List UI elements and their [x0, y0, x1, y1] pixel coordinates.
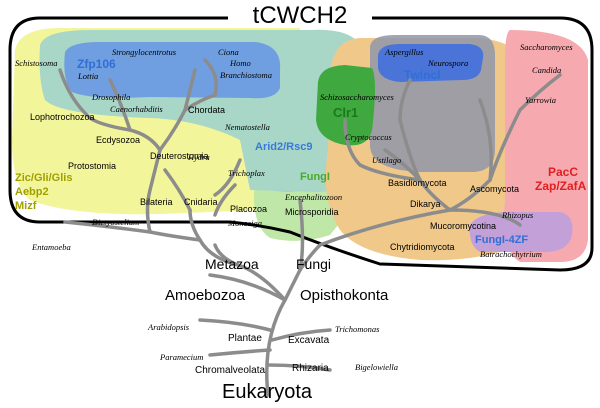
clade-eukaryota: Eukaryota — [222, 381, 313, 403]
domain-labels: Zfp106 Twincl Clr1 Arid2/Rsc9 FungI Fung… — [15, 57, 587, 246]
taxon-rhizopus: Rhizopus — [501, 210, 534, 220]
taxon-schistosoma: Schistosoma — [15, 58, 58, 68]
twincl-inner-region — [378, 44, 484, 82]
regions — [12, 28, 588, 262]
clade-microsporidia: Microsporidia — [285, 207, 339, 217]
taxon-paramecium: Paramecium — [159, 352, 203, 362]
purple-region — [469, 212, 573, 252]
label-arid: Arid2/Rsc9 — [255, 141, 312, 153]
taxon-saccharomyces: Saccharomyces — [520, 42, 573, 52]
clade-excavata: Excavata — [288, 335, 330, 346]
clade-amoebozoa: Amoebozoa — [165, 287, 246, 304]
clade-cnidaria: Cnidaria — [184, 197, 218, 207]
label-zic-line3: Mizf — [15, 200, 37, 212]
species-labels: Schistosoma Lottia Strongylocentrotus Ci… — [15, 42, 573, 372]
clade-chytridiomycota: Chytridiomycota — [390, 242, 455, 252]
pink-region — [504, 30, 588, 262]
clade-metazoa: Metazoa — [205, 256, 259, 272]
clade-protostomia: Protostomia — [68, 161, 116, 171]
taxon-branchiostoma: Branchiostoma — [220, 70, 272, 80]
taxon-ciona: Ciona — [218, 47, 239, 57]
label-zfp106: Zfp106 — [77, 57, 116, 71]
taxon-trichoplax: Trichoplax — [228, 168, 265, 178]
clade-chromalveolata: Chromalveolata — [195, 365, 265, 376]
label-fungi4zf: FungI-4ZF — [475, 234, 528, 246]
clade-placozoa: Placozoa — [230, 204, 267, 214]
clade-labels: Lophotrochozoa Chordata Ecdysozoa Deuter… — [30, 105, 519, 252]
taxon-homo: Homo — [229, 58, 251, 68]
label-clr1: Clr1 — [333, 105, 358, 120]
clade-chordata: Chordata — [188, 105, 225, 115]
taxon-candida: Candida — [532, 65, 561, 75]
major-labels: Metazoa Fungi Amoebozoa Opisthokonta Pla… — [165, 256, 389, 403]
taxon-yarrowia: Yarrowia — [525, 95, 556, 105]
clade-ascomycota: Ascomycota — [470, 184, 519, 194]
taxon-hydra: Hydra — [187, 152, 210, 162]
taxon-bigelowiella: Bigelowiella — [355, 362, 398, 372]
taxon-nematostella: Nematostella — [224, 122, 270, 132]
taxon-arabidopsis: Arabidopsis — [147, 322, 190, 332]
clade-rhizaria: Rhizaria — [292, 363, 329, 374]
taxon-strongylocentrotus: Strongylocentrotus — [112, 47, 177, 57]
taxon-entamoeba: Entamoeba — [31, 242, 71, 252]
taxon-ustilago: Ustilago — [372, 155, 401, 165]
taxon-caenorhabditis: Caenorhabditis — [110, 104, 163, 114]
taxon-drosophila: Drosophila — [91, 92, 130, 102]
taxon-batrachochytrium: Batrachochytrium — [480, 249, 542, 259]
taxon-schizosaccharomyces: Schizosaccharomyces — [320, 92, 394, 102]
zfp106-region — [64, 42, 281, 99]
clade-mucoromycotina: Mucoromycotina — [430, 221, 496, 231]
taxon-aspergillus: Aspergillus — [384, 47, 424, 57]
label-fungi: FungI — [300, 171, 330, 183]
taxon-lottia: Lottia — [77, 71, 98, 81]
clade-basidiomycota: Basidiomycota — [388, 178, 447, 188]
clade-bilateria: Bilateria — [140, 197, 173, 207]
taxon-neurospora: Neurospora — [427, 58, 468, 68]
green-clr1-region — [316, 65, 375, 146]
tree-branches — [58, 58, 562, 397]
label-zic-line2: Aebp2 — [15, 186, 49, 198]
taxon-encephalitozoon: Encephalitozoon — [284, 192, 342, 202]
label-twincl: Twincl — [404, 68, 440, 82]
title-bg — [228, 0, 372, 28]
taxon-monosiga: Monosiga — [227, 218, 262, 228]
label-pacc-line2: Zap/ZafA — [535, 179, 587, 193]
taxon-cryptococcus: Cryptococcus — [345, 132, 392, 142]
tcwch2-outline — [8, 16, 594, 272]
clade-deuterostomia: Deuterostomia — [150, 151, 209, 161]
clade-lophotrochozoa: Lophotrochozoa — [30, 112, 95, 122]
label-pacc-line1: PacC — [548, 165, 578, 179]
taxon-dictyostelium: Dictyostelium — [91, 217, 139, 227]
clade-plantae: Plantae — [228, 333, 262, 344]
title: tCWCH2 — [253, 2, 348, 29]
clade-dikarya: Dikarya — [410, 199, 441, 209]
taxon-trichomonas: Trichomonas — [335, 324, 380, 334]
clade-opisthokonta: Opisthokonta — [300, 287, 389, 304]
clade-ecdysozoa: Ecdysozoa — [96, 135, 140, 145]
clade-fungi: Fungi — [296, 256, 331, 272]
label-zic-line1: Zic/Gli/Glis — [15, 172, 72, 184]
